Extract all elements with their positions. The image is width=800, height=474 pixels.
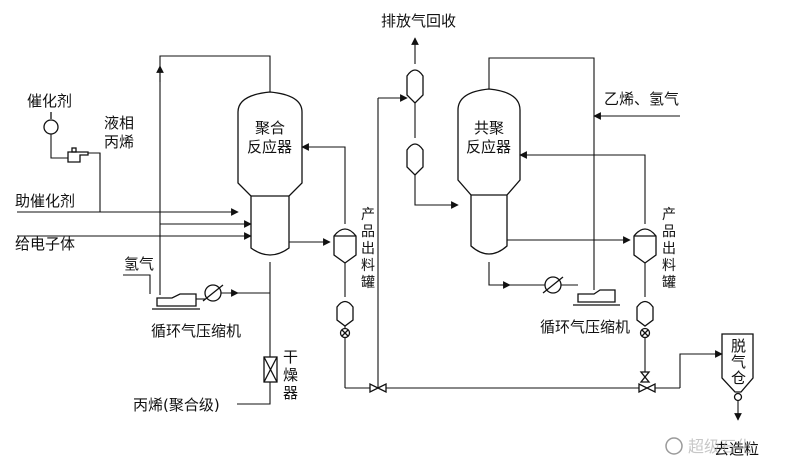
reactor-1-vessel xyxy=(237,91,303,256)
vent-drum-lower xyxy=(406,143,424,176)
label-product-tank-1-e: 罐 xyxy=(361,275,375,291)
label-liquid-propylene-1: 液相 xyxy=(104,114,134,132)
label-reactor-2-line2: 反应器 xyxy=(466,138,511,156)
label-cocatalyst: 助催化剂 xyxy=(15,192,75,210)
label-vent-gas-recovery: 排放气回收 xyxy=(381,12,456,30)
recycle-compressor-1-body xyxy=(156,293,197,307)
label-product-tank-2-e: 罐 xyxy=(662,275,676,291)
degassing-bin xyxy=(721,333,754,393)
label-ethylene-hydrogen: 乙烯、氢气 xyxy=(604,90,679,108)
label-product-tank-2-c: 出 xyxy=(662,241,676,257)
label-degassing-bin-3: 仓 xyxy=(731,369,746,387)
control-valve-1 xyxy=(369,382,387,394)
product-tank-1 xyxy=(333,228,357,264)
label-dryer-3: 器 xyxy=(283,384,298,402)
control-valve-3 xyxy=(639,371,651,383)
label-degassing-bin-1: 脱 xyxy=(731,337,746,355)
label-reactor-2-line1: 共聚 xyxy=(474,119,504,137)
rotary-valve-2 xyxy=(639,327,651,339)
label-propylene-feed: 丙烯(聚合级) xyxy=(133,396,220,414)
product-tank-2-lower xyxy=(636,300,654,327)
label-recycle-compressor-1: 循环气压缩机 xyxy=(151,322,241,340)
label-catalyst: 催化剂 xyxy=(27,92,72,110)
watermark-text: 超级石化 xyxy=(688,437,752,456)
catalyst-metering-device xyxy=(67,151,89,163)
label-degassing-bin-2: 气 xyxy=(731,353,746,371)
recycle-compressor-2-body xyxy=(577,289,616,303)
label-product-tank-2-d: 料 xyxy=(662,258,676,274)
catalyst-feeder xyxy=(43,119,59,135)
label-granulation: 去造粒 xyxy=(714,440,759,458)
watermark: 超级石化 xyxy=(665,437,752,456)
rotary-valve-1 xyxy=(339,327,351,339)
product-tank-2 xyxy=(633,228,657,264)
label-product-tank-2-b: 品 xyxy=(662,224,676,240)
label-product-tank-1-d: 料 xyxy=(361,258,375,274)
vent-drum-upper xyxy=(406,69,424,104)
label-product-tank-1-a: 产 xyxy=(361,207,375,223)
label-product-tank-2-a: 产 xyxy=(662,207,676,223)
label-liquid-propylene-2: 丙烯 xyxy=(104,133,134,151)
label-dryer-1: 干 xyxy=(283,348,298,366)
control-valve-2 xyxy=(638,382,656,394)
label-reactor-1-line1: 聚合 xyxy=(255,119,285,137)
product-tank-1-lower xyxy=(336,300,354,327)
watermark-icon xyxy=(665,437,683,455)
label-reactor-1-line2: 反应器 xyxy=(247,138,292,156)
label-product-tank-1-c: 出 xyxy=(361,241,375,257)
label-hydrogen: 氢气 xyxy=(124,255,154,273)
label-electron-donor: 给电子体 xyxy=(15,235,75,253)
reactor-2-vessel xyxy=(457,88,521,255)
label-product-tank-1-b: 品 xyxy=(361,224,375,240)
label-recycle-compressor-2: 循环气压缩机 xyxy=(540,318,630,336)
label-dryer-2: 燥 xyxy=(283,366,298,384)
